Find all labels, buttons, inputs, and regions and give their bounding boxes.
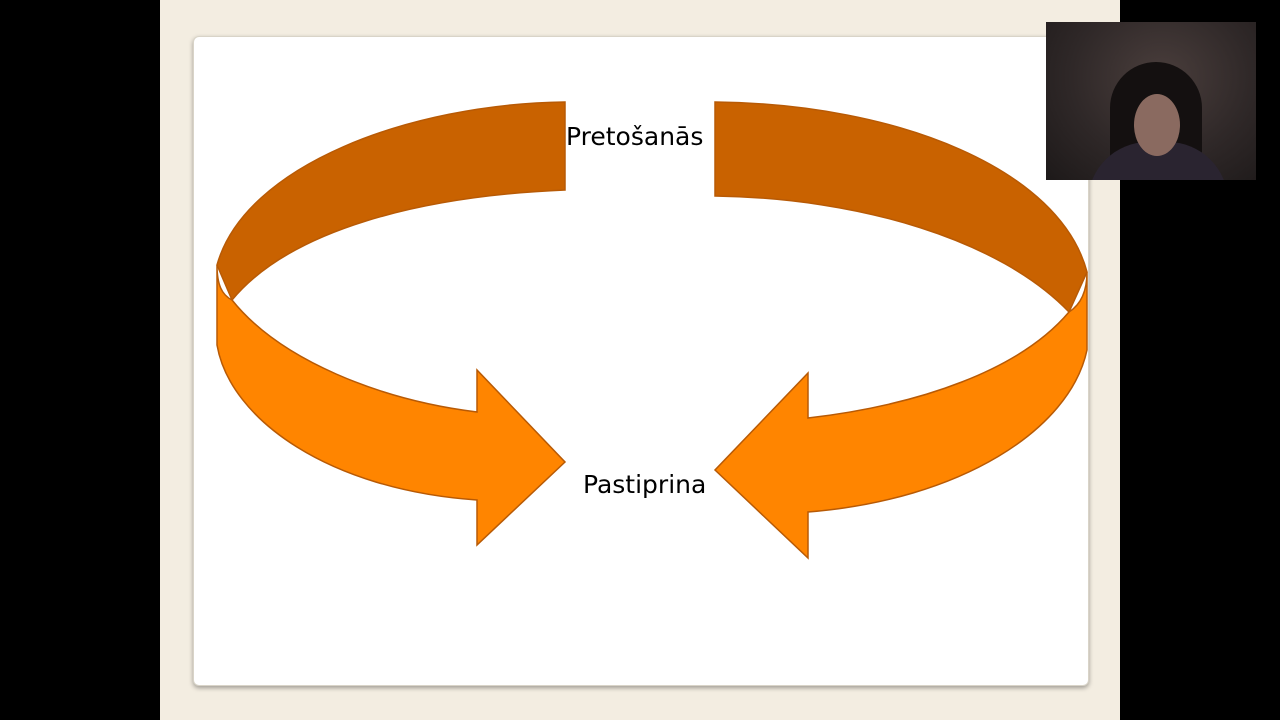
label-pretosanas: Pretošanās [566,122,704,151]
right-arrow-front-band [713,271,1088,560]
presenter-webcam [1046,22,1256,180]
label-pastiprina: Pastiprina [583,470,707,499]
left-arrow-front-band [216,264,567,547]
right-arrow-back-band [714,101,1088,314]
presenter-face [1134,94,1180,156]
left-arrow-back-band [216,101,566,302]
